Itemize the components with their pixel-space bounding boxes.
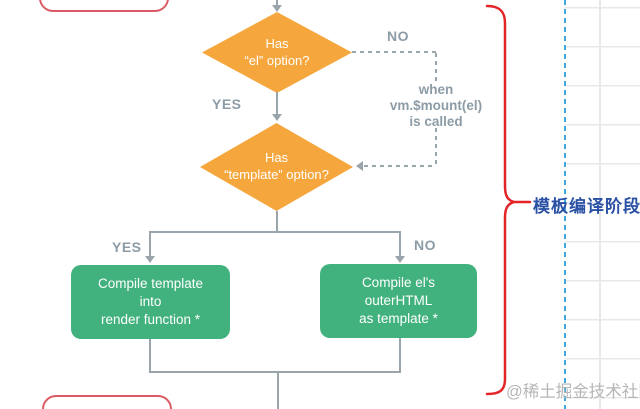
template-option-line2: “template” option? — [224, 167, 329, 182]
flow-line — [276, 211, 278, 232]
compile-el-line3: as template * — [359, 310, 438, 326]
template-option-line1: Has — [264, 150, 289, 166]
flow-line — [399, 338, 401, 373]
grid-horizontal-lines — [565, 0, 640, 409]
yes-label-template: YES — [112, 239, 142, 255]
compile-el-box: Compile el's outerHTML as template * — [320, 264, 477, 338]
grid-vertical-line — [599, 0, 601, 409]
flow-line — [276, 92, 278, 116]
arrow-left-icon — [356, 161, 363, 171]
el-option-line2: “el” option? — [244, 52, 310, 68]
compile-el-line1: Compile el's — [361, 275, 436, 291]
blue-dashed-divider — [564, 0, 566, 409]
yes-label-el: YES — [212, 96, 242, 112]
dashed-line — [364, 165, 436, 167]
compile-template-line3: render function * — [100, 311, 201, 327]
red-box-fragment-bottom — [42, 395, 172, 409]
phase-brace — [485, 4, 532, 396]
arrow-down-icon — [272, 114, 282, 121]
flow-line — [149, 371, 401, 373]
mount-note-line2: vm.$mount(el) — [389, 97, 483, 113]
no-label-template: NO — [414, 237, 436, 253]
flow-line — [149, 231, 401, 233]
mount-note-line3: is called — [409, 113, 463, 129]
compile-el-line2: outerHTML — [364, 293, 433, 309]
flow-line — [149, 231, 151, 258]
flow-line — [277, 371, 279, 409]
el-option-line1: Has — [265, 35, 289, 51]
red-box-fragment-top — [39, 0, 169, 12]
flow-line — [276, 0, 278, 6]
flow-line — [149, 339, 151, 373]
dashed-line — [435, 128, 437, 166]
compile-template-line2: into — [139, 294, 162, 310]
template-option-decision: Has “template” option? — [200, 123, 353, 211]
el-option-decision: Has “el” option? — [202, 12, 352, 93]
phase-label: 模板编译阶段 — [533, 197, 640, 216]
compile-template-box: Compile template into render function * — [71, 265, 230, 339]
mount-note-line1: when — [418, 82, 454, 97]
dashed-line — [352, 51, 437, 53]
watermark: @稀土掘金技术社区 — [506, 383, 640, 401]
compile-template-line1: Compile template — [97, 276, 204, 292]
dashed-line — [435, 53, 437, 84]
mount-note: when vm.$mount(el) is called — [376, 82, 496, 130]
flow-line — [399, 231, 401, 258]
arrow-down-icon — [272, 5, 282, 12]
arrow-down-icon — [395, 256, 405, 263]
arrow-down-icon — [145, 256, 155, 263]
no-label-el: NO — [387, 28, 409, 44]
